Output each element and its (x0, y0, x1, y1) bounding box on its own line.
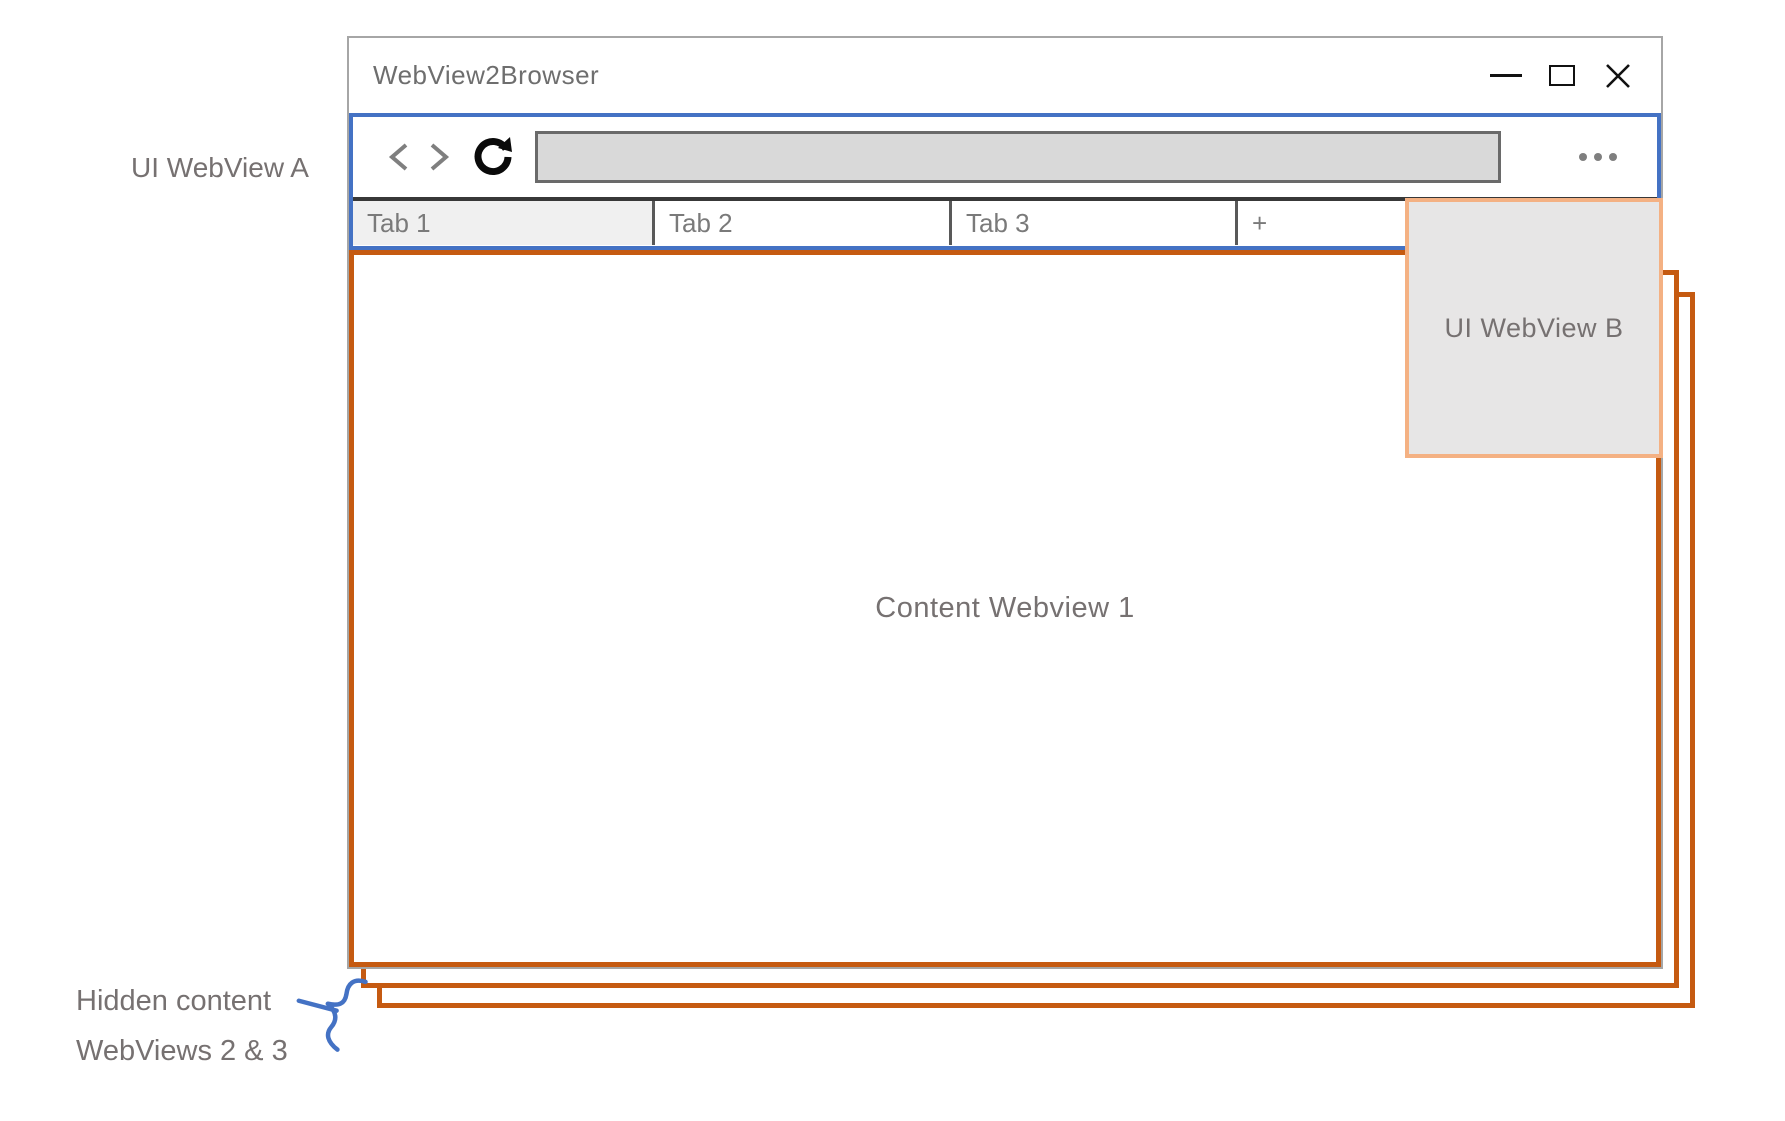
tab-2[interactable]: Tab 2 (655, 201, 952, 245)
tab-1[interactable]: Tab 1 (353, 201, 655, 245)
hidden-webviews-label-line2: WebViews 2 & 3 (76, 1035, 288, 1067)
window-controls (1489, 61, 1661, 91)
reload-icon[interactable] (467, 131, 519, 183)
forward-chevron-icon[interactable] (419, 131, 459, 183)
navigation-toolbar (353, 117, 1657, 197)
maximize-icon[interactable] (1545, 61, 1579, 91)
hidden-webviews-label: Hidden content WebViews 2 & 3 (76, 976, 288, 1076)
ui-webview-b-region: UI WebView B (1405, 198, 1663, 458)
curly-brace-callout-icon (296, 978, 368, 1052)
ui-webview-b-label: UI WebView B (1444, 312, 1624, 343)
tab-3[interactable]: Tab 3 (952, 201, 1238, 245)
back-chevron-icon[interactable] (379, 131, 419, 183)
address-bar-input[interactable] (535, 131, 1501, 183)
minimize-icon[interactable] (1489, 61, 1523, 91)
browser-window: WebView2Browser (347, 36, 1663, 969)
window-title: WebView2Browser (373, 60, 600, 90)
title-bar: WebView2Browser (349, 38, 1661, 113)
content-webview-1-label: Content Webview 1 (875, 592, 1135, 624)
close-icon[interactable] (1601, 61, 1635, 91)
ui-webview-a-label: UI WebView A (131, 152, 309, 183)
hidden-webviews-label-line1: Hidden content (76, 985, 272, 1017)
ellipsis-menu-icon[interactable] (1579, 131, 1617, 183)
ui-webview-a-region: Tab 1 Tab 2 Tab 3 + (349, 113, 1661, 250)
